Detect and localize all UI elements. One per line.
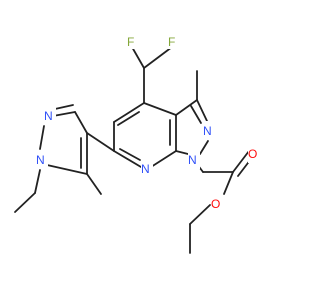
bond-c3-n2-double [190, 105, 202, 124]
chemical-structure-diagram: F F N N N N N O O [14, 35, 260, 254]
atom-nitrogen-pyrazole-1: N [188, 153, 197, 167]
atom-nitrogen-pyrazole-2: N [203, 124, 212, 138]
bond-n1-c7a [175, 150, 189, 155]
atom-nitrogen-pyridine: N [141, 162, 150, 176]
bond-left-c3-n2 [52, 111, 76, 117]
bond-cf-right [143, 46, 173, 69]
bond-left-n2-n1 [39, 125, 45, 150]
bond-left-ethyl-ch3 [14, 192, 36, 213]
atom-nitrogen-left-2: N [44, 109, 53, 123]
bond-layer [14, 46, 255, 254]
bond-c4-c5-double [117, 111, 140, 126]
bond-c6-left-ring [86, 132, 115, 152]
atom-oxygen-ester: O [211, 197, 220, 211]
bond-c6-npy-double [119, 148, 141, 161]
bond-cf-top [131, 46, 145, 69]
bond-c6-npy [113, 150, 142, 168]
bond-npy-c7a [150, 150, 177, 168]
bond-left-c4-c3 [74, 111, 88, 134]
bond-left-n1-c5 [46, 164, 88, 175]
bond-left-n1-ethyl [34, 169, 41, 194]
atom-label-layer: F F N N N N N O O [36, 35, 260, 213]
atom-fluorine-1: F [127, 35, 134, 49]
bond-n2-n1 [199, 140, 209, 155]
bond-carbonyl-o-1 [232, 150, 250, 173]
atom-oxygen-carbonyl: O [248, 147, 257, 161]
atom-fluorine-2: F [168, 35, 175, 49]
atom-nitrogen-left-1: N [36, 153, 45, 167]
bond-carbonyl-oether [223, 171, 234, 195]
bond-oether-ch2 [189, 204, 211, 225]
bond-left-c3-n2-double [54, 104, 74, 110]
bond-c3-n2 [196, 99, 208, 122]
bond-left-c5-methyl [86, 173, 102, 195]
bond-c4-c5 [113, 102, 145, 123]
bond-c4-c3a [143, 102, 177, 116]
bond-c3a-c3 [175, 99, 198, 116]
